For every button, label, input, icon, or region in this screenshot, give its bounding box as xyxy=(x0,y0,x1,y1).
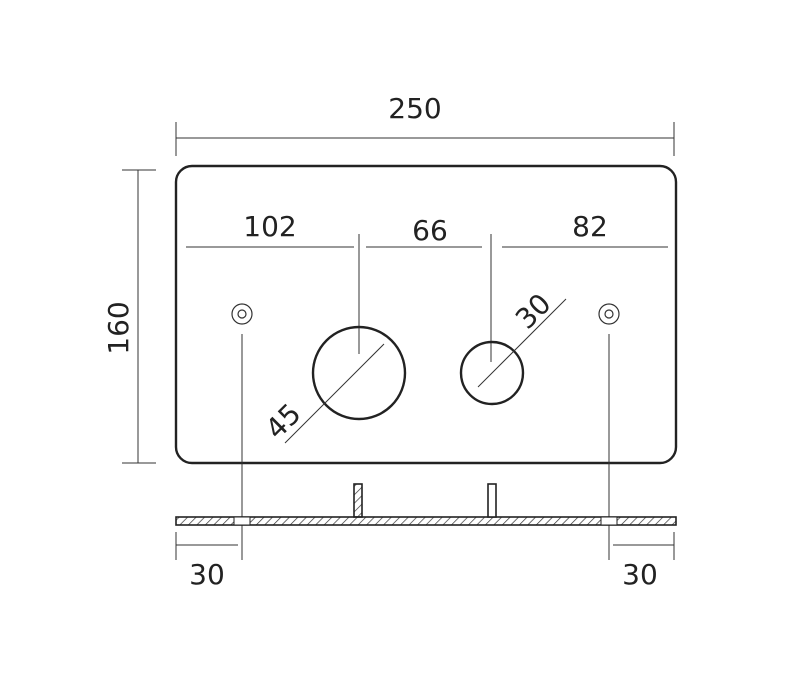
right-offset-label: 30 xyxy=(622,558,658,591)
second-hole-to-right-label: 82 xyxy=(572,210,608,243)
large-hole-diameter-label: 45 xyxy=(259,397,308,446)
left-to-first-hole-label: 102 xyxy=(243,210,296,243)
cover-plate-outline xyxy=(174,164,678,465)
overall-height-dimension: 160 xyxy=(102,169,156,464)
left-offset-label: 30 xyxy=(189,558,225,591)
small-hole: 30 xyxy=(459,287,567,406)
large-hole: 45 xyxy=(259,325,407,446)
between-holes-label: 66 xyxy=(412,214,448,247)
overall-height-label: 160 xyxy=(102,301,135,354)
side-section-view xyxy=(175,483,677,526)
overall-width-dimension: 250 xyxy=(175,92,675,156)
right-offset-dimension: 30 xyxy=(613,532,675,591)
overall-width-label: 250 xyxy=(388,92,441,125)
left-offset-dimension: 30 xyxy=(175,532,238,591)
small-hole-diameter-label: 30 xyxy=(509,287,558,336)
hole-position-dimensions: 102 66 82 xyxy=(186,210,668,362)
